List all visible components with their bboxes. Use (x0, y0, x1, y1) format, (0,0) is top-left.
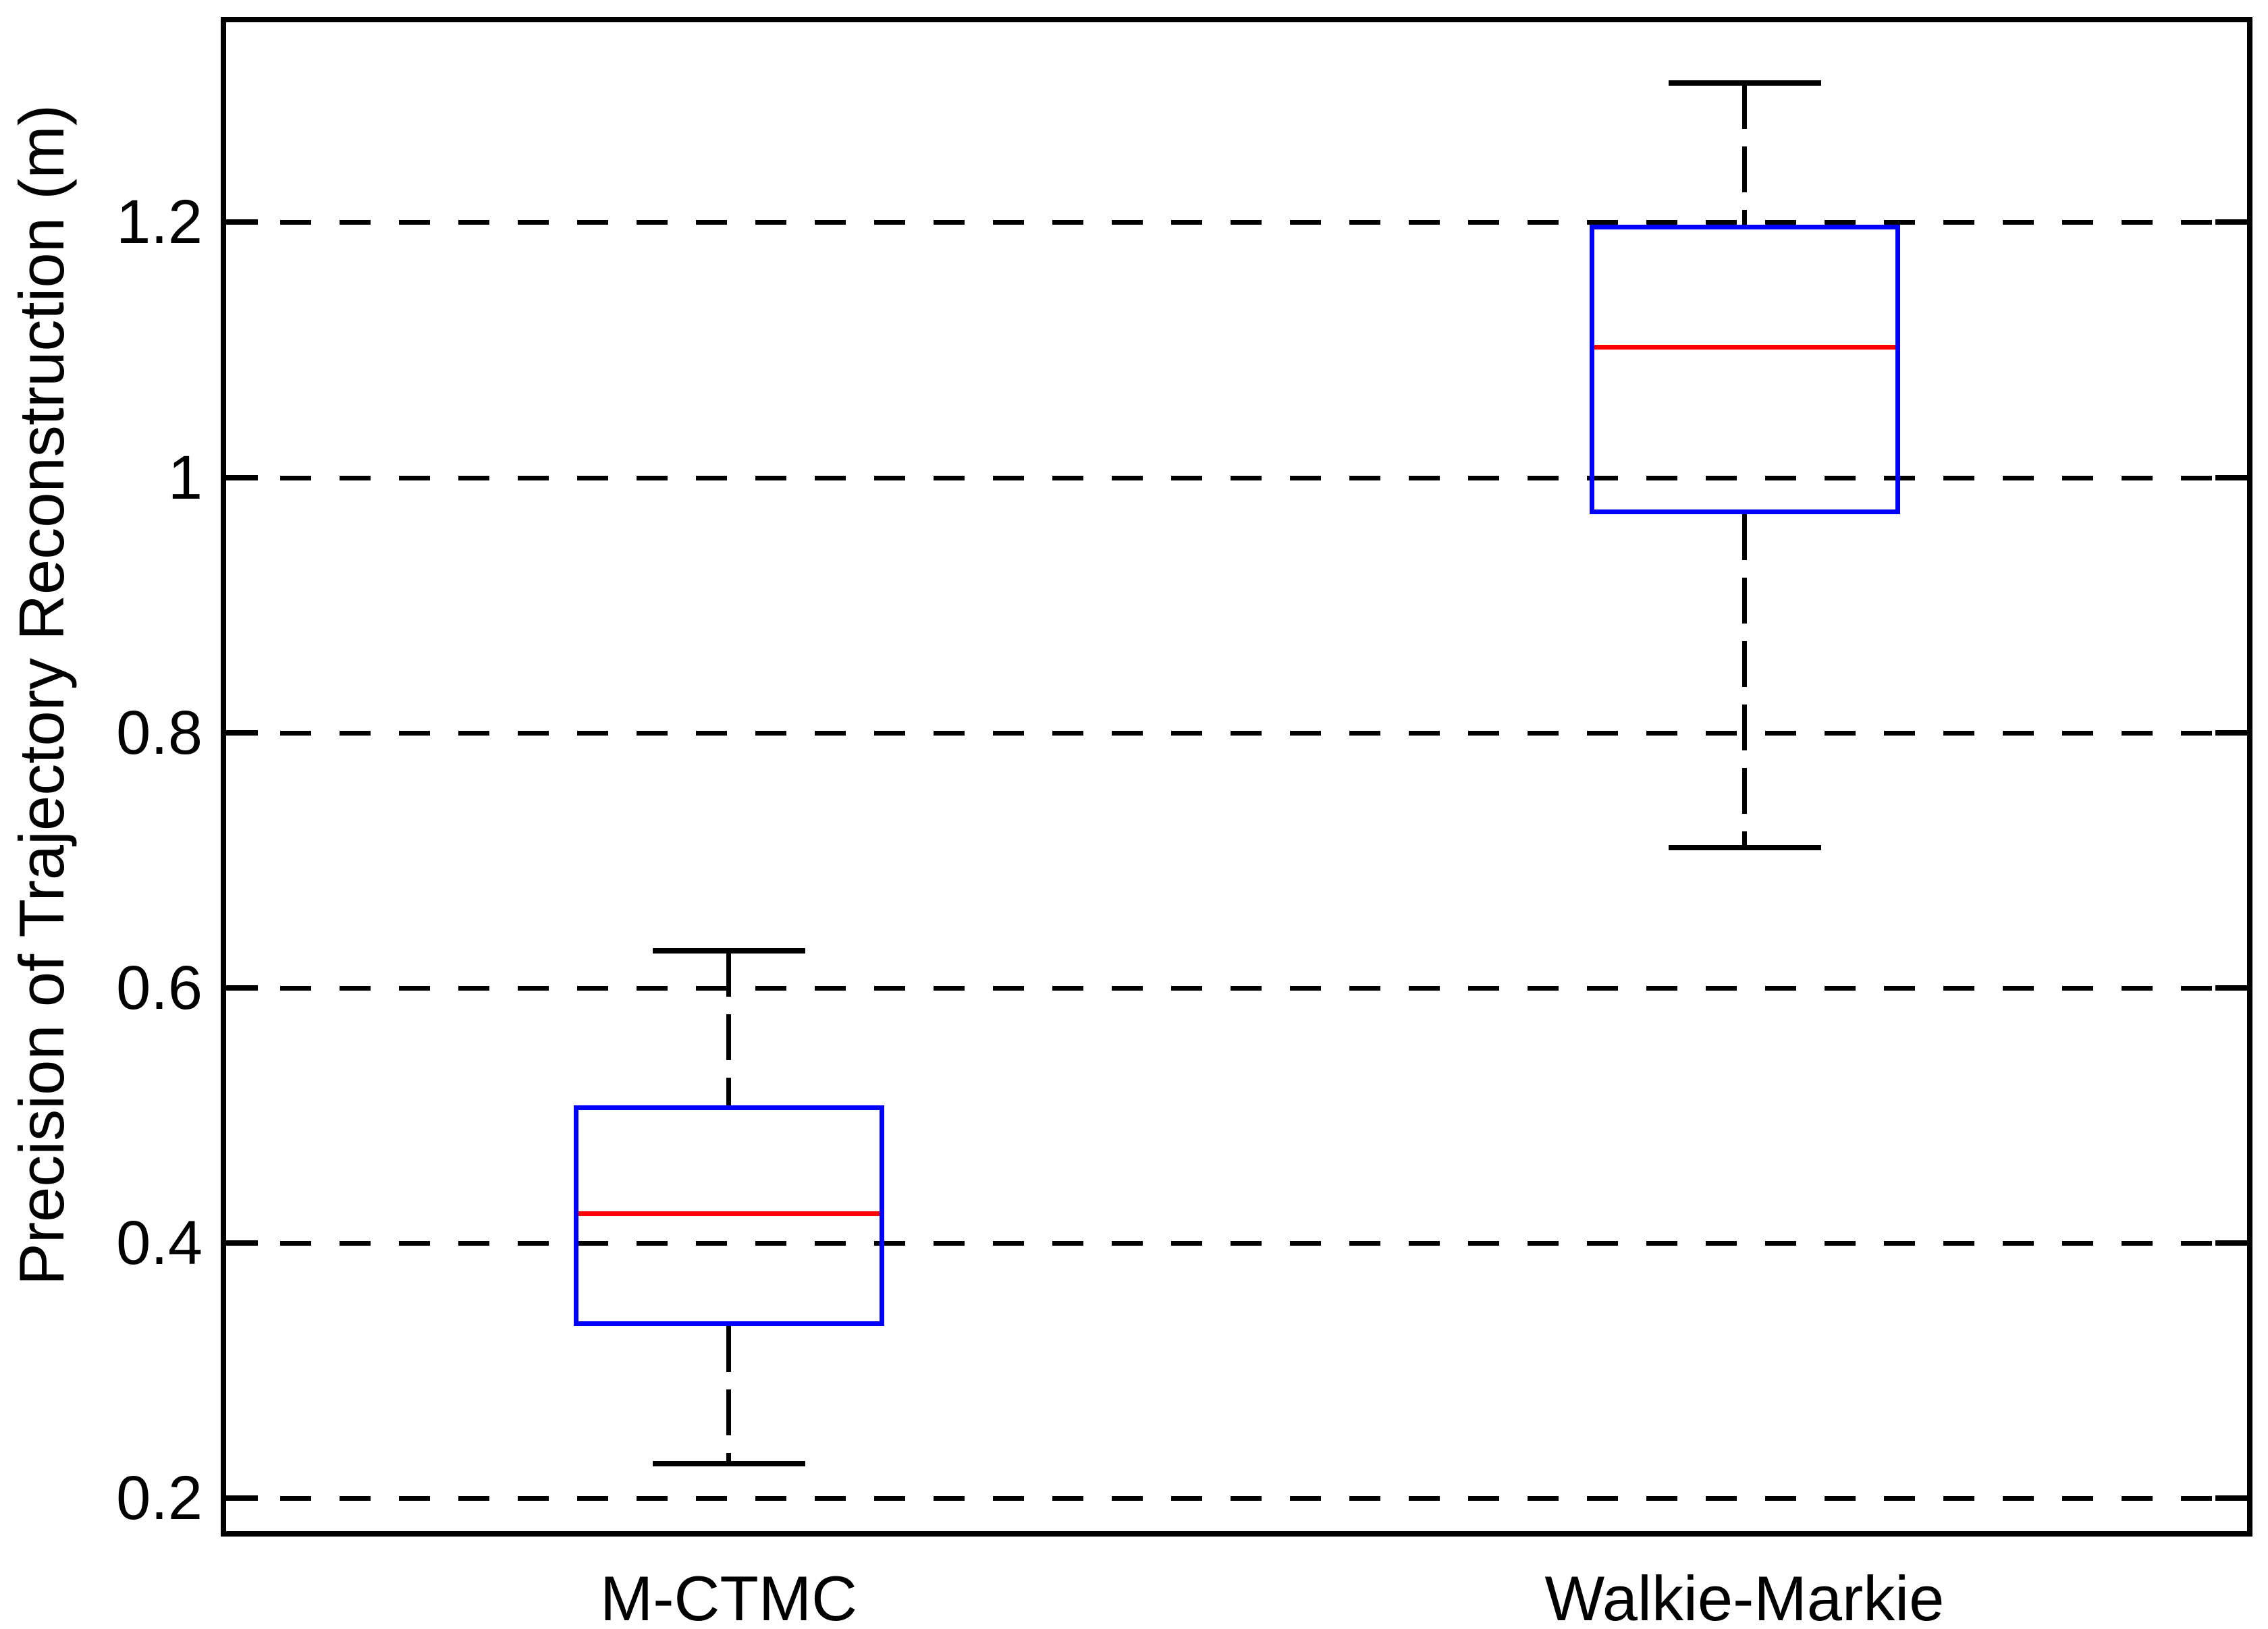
y-gridline (221, 220, 2252, 225)
y-tick-label: 0.8 (116, 698, 202, 767)
whisker-lower-stem (1742, 514, 1747, 848)
whisker-upper-stem (1742, 83, 1747, 225)
y-tick-right (2215, 729, 2252, 736)
y-tick-label: 0.2 (116, 1464, 202, 1533)
whisker-upper-cap (1668, 80, 1821, 86)
y-tick-left (221, 1495, 258, 1501)
y-gridline (221, 1241, 2252, 1246)
y-tick-right (2215, 1495, 2252, 1501)
plot-area (221, 17, 2252, 1537)
y-tick-right (2215, 1240, 2252, 1246)
median-line (1594, 345, 1895, 350)
y-tick-left (221, 219, 258, 225)
y-gridline (221, 985, 2252, 991)
y-tick-label: 0.4 (116, 1209, 202, 1278)
y-tick-left (221, 474, 258, 480)
y-axis-label: Precision of Trajectory Reconstruction (… (6, 104, 77, 1286)
y-tick-left (221, 729, 258, 736)
whisker-lower-cap (1668, 844, 1821, 850)
y-tick-right (2215, 985, 2252, 991)
y-gridline (221, 730, 2252, 736)
iqr-box (573, 1105, 884, 1326)
y-gridline (221, 1496, 2252, 1501)
whisker-upper-stem (726, 951, 731, 1105)
y-tick-right (2215, 219, 2252, 225)
y-tick-label: 0.6 (116, 953, 202, 1022)
y-tick-left (221, 1240, 258, 1246)
y-tick-label: 1 (167, 443, 202, 512)
iqr-box (1589, 225, 1900, 515)
whisker-upper-cap (652, 948, 805, 954)
x-category-label: M-CTMC (599, 1563, 858, 1629)
y-gridline (221, 475, 2252, 480)
y-tick-label: 1.2 (116, 188, 202, 257)
whisker-lower-stem (726, 1326, 731, 1464)
x-category-label: Walkie-Markie (1544, 1563, 1945, 1629)
whisker-lower-cap (652, 1461, 805, 1467)
y-tick-left (221, 985, 258, 991)
median-line (578, 1211, 880, 1217)
y-tick-right (2215, 474, 2252, 480)
